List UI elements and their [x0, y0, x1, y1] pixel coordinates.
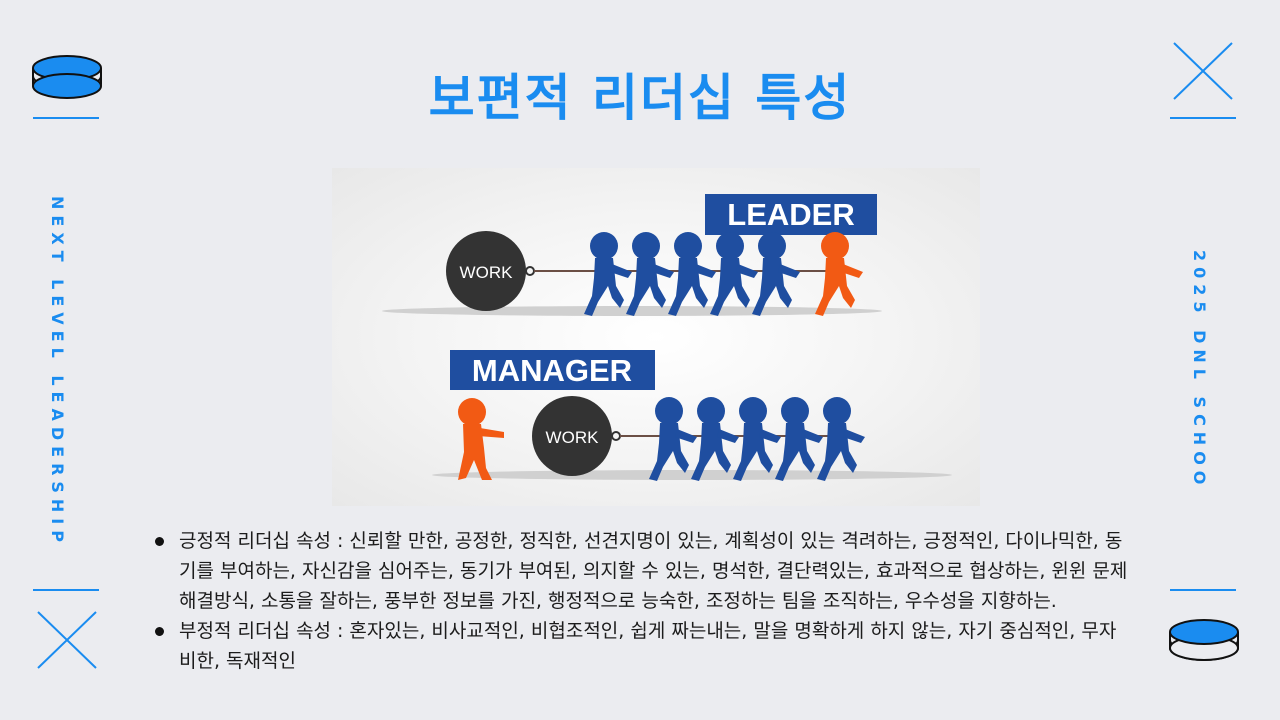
divider-top-left [33, 117, 99, 119]
leader-vs-manager-illustration: LEADER WORK MANAGER WORK [332, 168, 980, 506]
leader-label: LEADER [727, 197, 854, 232]
cross-icon [1173, 42, 1233, 100]
work-ball [532, 396, 612, 476]
manager-label-box [450, 350, 655, 390]
work-label: WORK [546, 428, 600, 447]
attribute-list: 긍정적 리더십 속성 : 신뢰할 만한, 공정한, 정직한, 선견지명이 있는,… [152, 526, 1132, 676]
divider-bottom-left [33, 589, 99, 591]
divider-bottom-right [1170, 589, 1236, 591]
stacked-discs-icon [1169, 619, 1239, 661]
work-label: WORK [460, 263, 514, 282]
stacked-discs-icon [32, 55, 102, 99]
side-text-right: 2025 DNL SCHOO [1190, 250, 1209, 491]
list-item-positive: 긍정적 리더십 속성 : 신뢰할 만한, 공정한, 정직한, 선견지명이 있는,… [152, 526, 1132, 616]
cross-icon [37, 611, 97, 669]
work-ball [446, 231, 526, 311]
divider-top-right [1170, 117, 1236, 119]
list-item-negative: 부정적 리더십 속성 : 혼자있는, 비사교적인, 비협조적인, 쉽게 짜는내는… [152, 616, 1132, 676]
page-title: 보편적 리더십 특성 [428, 69, 852, 127]
manager-label: MANAGER [472, 353, 632, 388]
leader-label-box [705, 194, 877, 235]
side-text-left: NEXT LEVEL LEADERSHIP [48, 196, 67, 548]
